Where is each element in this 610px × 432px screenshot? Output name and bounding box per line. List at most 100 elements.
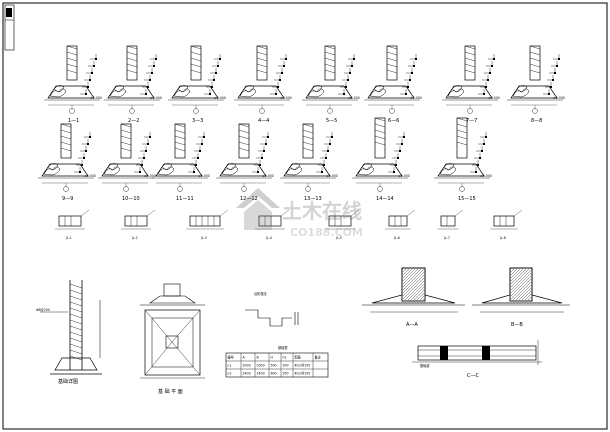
section-c-label: C—C	[467, 373, 479, 379]
footing-section: ±0.000 5—5	[302, 45, 360, 124]
footing-section: ±0.000 10—10	[98, 123, 156, 202]
table-header-cell: h1	[283, 356, 287, 360]
svg-text:±0.000: ±0.000	[150, 96, 162, 100]
beam-label: JL-3	[200, 236, 207, 240]
section-a-detail: A—A	[362, 267, 465, 328]
table-cell: J-2	[227, 372, 232, 376]
svg-text:±0.000: ±0.000	[262, 174, 274, 178]
column-elevation-detail: Φ8@200 基础详图	[36, 280, 102, 385]
footing-section: ±0.000 3—3	[168, 45, 226, 124]
table-cell: 600	[271, 372, 277, 376]
section-label: 8—8	[531, 118, 542, 124]
table-cell: 300	[283, 364, 289, 368]
section-label: 7—7	[466, 118, 477, 124]
beam-section: JL-4	[255, 209, 290, 240]
plan-view-label: 基 础 平 面	[158, 388, 183, 395]
svg-text:±0.000: ±0.000	[398, 174, 410, 178]
svg-text:±0.000: ±0.000	[410, 96, 422, 100]
beam-section: JL-2	[121, 209, 156, 240]
section-label: 15—15	[458, 196, 476, 202]
table-header-cell: 备注	[315, 355, 322, 360]
footing-sections-row2: ±0.0009—9±0.00010—10±0.00011—11±0.00012—…	[38, 117, 492, 202]
table-header-cell: 配筋	[295, 355, 301, 360]
section-label: 2—2	[128, 118, 139, 124]
table-header-cell: H	[271, 356, 274, 360]
table-header-cell: 编号	[228, 355, 234, 360]
watermark-sub: CO188.COM	[290, 226, 363, 239]
footing-section: ±0.000 11—11	[152, 123, 210, 202]
beam-label: JL-5	[335, 236, 342, 240]
table-header-cell: A	[243, 356, 246, 360]
section-label: 3—3	[192, 118, 203, 124]
footing-sections-row1: ±0.0001—1±0.0002—2±0.0003—3±0.0004—4±0.0…	[44, 45, 565, 124]
step-detail: 台阶做法	[245, 291, 299, 327]
section-label: 11—11	[176, 196, 194, 202]
table-cell: 2400	[243, 372, 251, 376]
table-caption: 基础表	[278, 345, 288, 350]
section-label: 4—4	[258, 118, 269, 124]
beam-section: JL-6	[385, 209, 416, 240]
beam-sections-row: JL-1 JL-2 JL-3 JL-4 JL-5 JL-6 JL-7 JL-8	[55, 209, 523, 240]
table-cell: 2000	[243, 364, 251, 368]
footing-section: ±0.000 8—8	[507, 45, 565, 124]
svg-text:±0.000: ±0.000	[480, 174, 492, 178]
svg-text:±0.000: ±0.000	[90, 96, 102, 100]
section-b-label: B—B	[511, 322, 523, 328]
section-label: 12—12	[240, 196, 258, 202]
table-cell: 350	[283, 372, 289, 376]
svg-text:±0.000: ±0.000	[214, 96, 226, 100]
beam-label: JL-7	[443, 236, 450, 240]
svg-text:±0.000: ±0.000	[553, 96, 565, 100]
section-label: 10—10	[122, 196, 140, 202]
beam-label: JL-1	[65, 236, 72, 240]
footing-section: ±0.000 4—4	[234, 45, 292, 124]
plan-view-detail: 基 础 平 面	[140, 283, 205, 395]
section-c-detail: 基础梁 C—C	[412, 340, 542, 379]
section-label: 14—14	[376, 196, 394, 202]
beam-section: JL-8	[490, 209, 523, 240]
svg-text:±0.000: ±0.000	[144, 174, 156, 178]
footing-section: ±0.000 14—14	[352, 117, 410, 202]
svg-text:基础梁: 基础梁	[420, 363, 430, 368]
beam-section: JL-5	[325, 209, 360, 240]
beam-label: JL-4	[265, 236, 272, 240]
footing-section: ±0.000 15—15	[434, 117, 492, 202]
svg-text:±0.000: ±0.000	[280, 96, 292, 100]
watermark: 土木在线 CO188.COM	[236, 188, 363, 239]
section-label: 1—1	[68, 118, 79, 124]
table-cell: 2000	[257, 364, 265, 368]
table-header-cell: B	[257, 356, 259, 360]
section-label: 13—13	[304, 196, 322, 202]
step-detail-label: 台阶做法	[254, 291, 267, 296]
section-label: 9—9	[62, 196, 73, 202]
footing-section: ±0.000 2—2	[104, 45, 162, 124]
svg-text:±0.000: ±0.000	[198, 174, 210, 178]
beam-label: JL-8	[499, 236, 506, 240]
beam-label: JL-2	[131, 236, 138, 240]
footing-section: ±0.000 7—7	[442, 45, 500, 124]
beam-section: JL-1	[55, 209, 90, 240]
watermark-main: 土木在线	[282, 199, 362, 223]
table-cell: J-1	[227, 364, 232, 368]
section-label: 6—6	[388, 118, 399, 124]
beam-label: JL-6	[393, 236, 400, 240]
section-a-label: A—A	[406, 322, 418, 328]
section-b-detail: B—B	[472, 267, 570, 328]
footing-section: ±0.000 12—12	[216, 123, 274, 202]
table-cell: Φ12@150	[295, 364, 311, 368]
footing-section: ±0.000 6—6	[364, 45, 422, 124]
svg-text:±0.000: ±0.000	[348, 96, 360, 100]
column-elevation-label: 基础详图	[58, 378, 78, 385]
section-label: 5—5	[326, 118, 337, 124]
svg-text:Φ8@200: Φ8@200	[36, 308, 50, 312]
beam-section: JL-7	[437, 209, 464, 240]
table-cell: 2400	[257, 372, 265, 376]
svg-text:±0.000: ±0.000	[488, 96, 500, 100]
table-cell: Φ12@150	[295, 372, 311, 376]
footing-section: ±0.000 1—1	[44, 45, 102, 124]
title-strip	[4, 4, 15, 51]
